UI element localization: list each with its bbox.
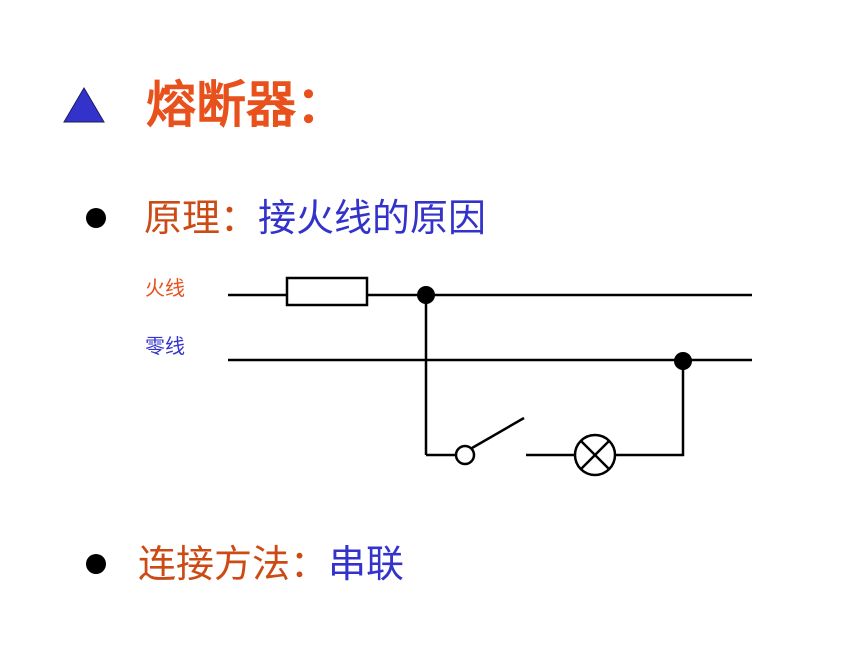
- switch-blade: [471, 416, 525, 450]
- triangle-icon: [63, 87, 105, 123]
- connection-label: 连接方法：: [138, 542, 329, 586]
- live-wire-label: 火线: [145, 276, 185, 300]
- lamp-cross-2: [580, 440, 610, 470]
- bullet-icon: [86, 208, 106, 228]
- connection-value: 串联: [328, 542, 405, 586]
- page-title: 熔断器：: [146, 76, 346, 134]
- principle-label: 原理：: [144, 196, 259, 240]
- principle-text: 原理：接火线的原因: [144, 190, 486, 246]
- connection-text: 连接方法：串联: [138, 534, 404, 594]
- principle-value: 接火线的原因: [258, 196, 487, 240]
- neutral-wire-label: 零线: [145, 334, 185, 358]
- bullet-icon: [86, 554, 106, 574]
- fuse-icon: [285, 276, 369, 307]
- switch-pivot-icon: [454, 444, 476, 466]
